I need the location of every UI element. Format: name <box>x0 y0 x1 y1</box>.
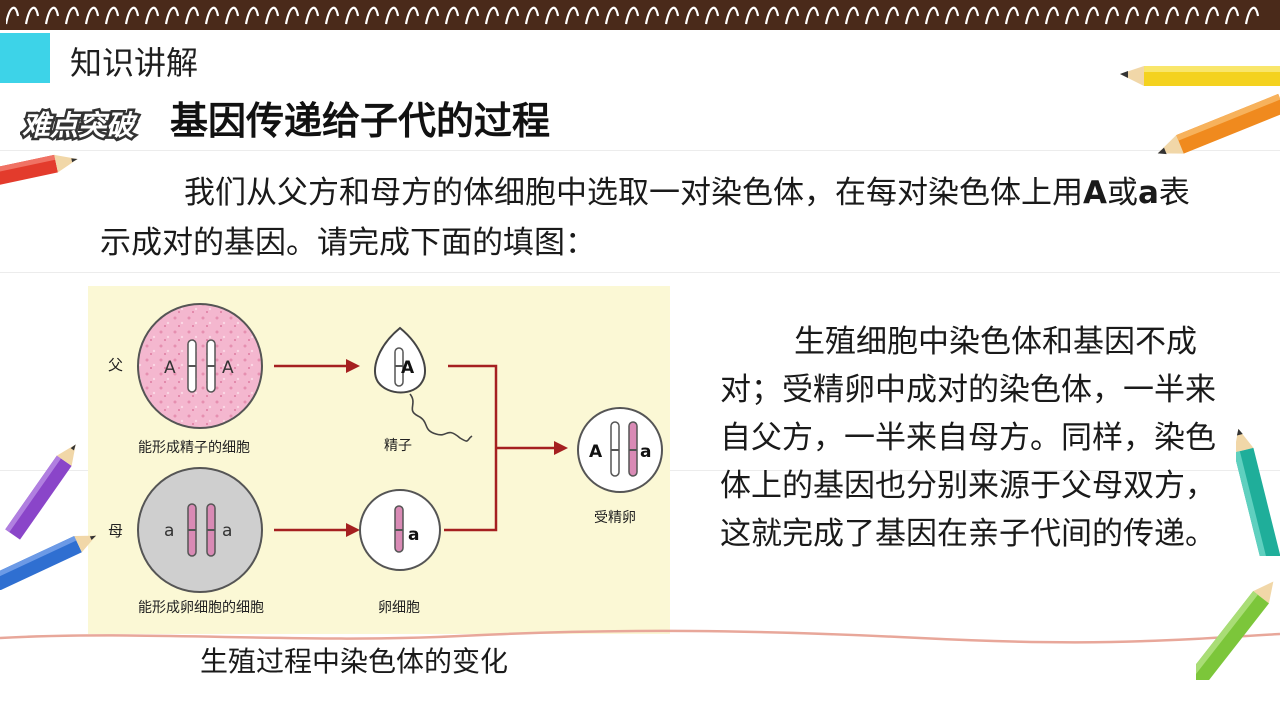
page-title: 基因传递给子代的过程 <box>170 99 551 143</box>
pencil-icon <box>5 444 76 540</box>
decorative-wave <box>0 629 1280 644</box>
intro-paragraph: 我们从父方和母方的体细胞中选取一对染色体，在每对染色体上用A或a表示成对的基因。… <box>100 168 1220 268</box>
badge-text: 难点突破 <box>22 109 138 142</box>
father-cell <box>137 303 263 429</box>
arrow-head-icon <box>346 523 360 537</box>
explanation-text: 生殖细胞中染色体和基因不成对；受精卵中成对的染色体，一半来自父方，一半来自母方。… <box>720 324 1216 552</box>
figure-caption: 生殖过程中染色体的变化 <box>200 645 509 678</box>
zygote-gene-left: A <box>589 442 603 462</box>
father-gene-left: A <box>164 358 176 378</box>
father-cell-label: 能形成精子的细胞 <box>138 440 250 456</box>
egg-label: 卵细胞 <box>378 600 420 616</box>
explanation-paragraph: 生殖细胞中染色体和基因不成对；受精卵中成对的染色体，一半来自父方，一半来自母方。… <box>720 318 1240 558</box>
mother-label: 母 <box>108 522 123 540</box>
sperm-label: 精子 <box>384 438 412 454</box>
father-gene-right: A <box>222 358 234 378</box>
ruled-line <box>0 272 1280 273</box>
merge-bracket <box>444 364 498 532</box>
gene-dominant: A <box>1083 175 1107 211</box>
mother-gene-right: a <box>222 521 232 541</box>
egg-gene: a <box>408 525 419 545</box>
mother-cell-label: 能形成卵细胞的细胞 <box>138 600 264 616</box>
pencil-icon <box>1236 428 1280 556</box>
intro-text-2: 表示成对的基因。请完成下面的填图： <box>100 175 1190 261</box>
zygote-label: 受精卵 <box>594 510 636 526</box>
ruled-line <box>0 150 1280 151</box>
pencil-icon <box>0 535 97 590</box>
intro-conj: 或 <box>1107 175 1138 211</box>
accent-block <box>0 33 50 83</box>
father-label: 父 <box>108 356 123 374</box>
sperm-tail <box>409 393 473 442</box>
zygote-cell <box>577 407 663 493</box>
spiral-binding-icon <box>6 6 1260 25</box>
gene-recessive: a <box>1138 175 1159 211</box>
zygote-gene-right: a <box>640 442 651 462</box>
spiral-binding <box>0 0 1280 30</box>
intro-text-1: 我们从父方和母方的体细胞中选取一对染色体，在每对染色体上用 <box>184 175 1083 211</box>
sperm-gene: A <box>401 358 415 378</box>
reproduction-figure: 父 A A 能形成精子的细胞 A 精子 母 a a 能形成卵细胞的细胞 <box>88 286 670 634</box>
section-title: 知识讲解 <box>70 44 199 82</box>
mother-gene-left: a <box>164 521 174 541</box>
arrow-head-icon <box>346 359 360 373</box>
pencil-icon <box>1196 581 1274 680</box>
pencil-icon <box>1120 66 1280 86</box>
chromosome-diagram: 父 A A 能形成精子的细胞 A 精子 母 a a 能形成卵细胞的细胞 <box>108 303 663 616</box>
badge-difficult-point: 难点突破 <box>20 107 141 145</box>
pencil-icon <box>0 154 78 189</box>
mother-cell <box>137 467 263 593</box>
pencil-icon <box>1157 93 1280 155</box>
arrow-head-icon <box>554 441 568 455</box>
